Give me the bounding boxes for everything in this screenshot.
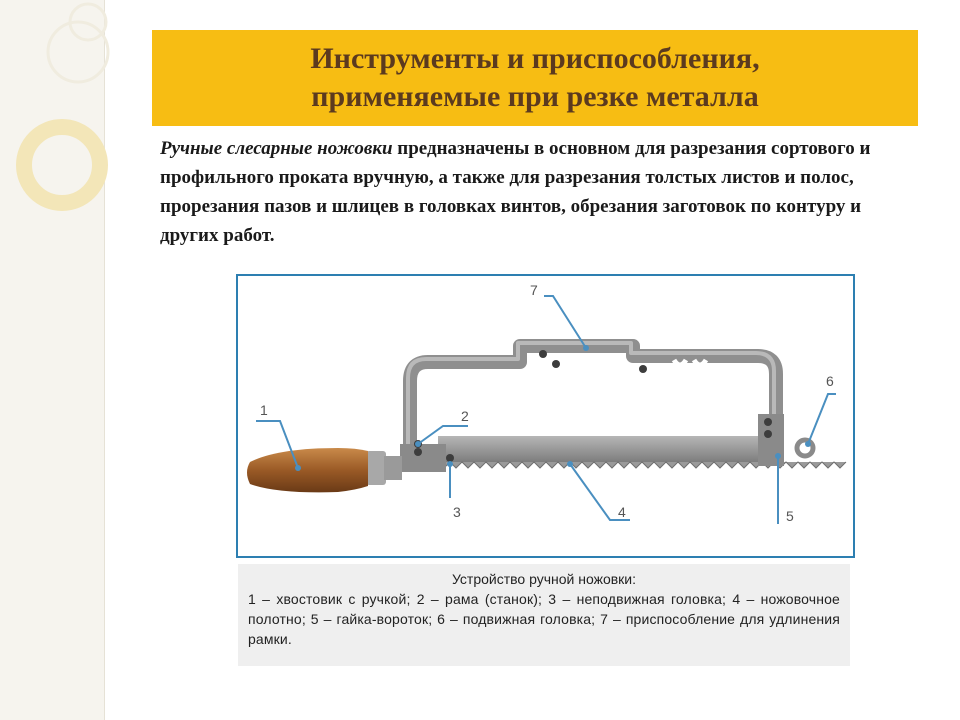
title-banner: Инструменты и приспособления, применяемы… xyxy=(152,30,918,126)
intro-paragraph: Ручные слесарные ножовки предназначены в… xyxy=(160,134,920,250)
label-2: 2 xyxy=(461,408,469,424)
title-line-1: Инструменты и приспособления, xyxy=(310,42,760,75)
leader-lines xyxy=(256,295,836,524)
label-4: 4 xyxy=(618,504,626,520)
caption-title: Устройство ручной ножовки: xyxy=(451,571,637,587)
decorative-rings xyxy=(16,2,110,211)
label-3: 3 xyxy=(453,504,461,520)
label-5: 5 xyxy=(786,508,794,524)
intro-emphasis: Ручные слесарные ножовки xyxy=(160,138,393,159)
left-strip-edge xyxy=(104,0,105,720)
title-line-2: применяемые при резке металла xyxy=(311,80,759,113)
hacksaw-illustration xyxy=(247,295,847,524)
saw-frame xyxy=(403,339,783,456)
saw-blade xyxy=(437,436,847,469)
left-decor-strip xyxy=(0,0,104,720)
caption-body: 1 – хвостовик с ручкой; 2 – рама (станок… xyxy=(248,591,840,647)
hacksaw-figure: 1 2 3 4 5 6 7 xyxy=(236,274,855,558)
fixed-head xyxy=(400,444,446,472)
intro-text: предназначены в основном для разрезания … xyxy=(160,138,871,246)
label-7: 7 xyxy=(530,282,538,298)
handle xyxy=(247,448,402,493)
label-1: 1 xyxy=(260,402,268,418)
figure-caption: Устройство ручной ножовки: 1 – хвостовик… xyxy=(238,564,850,666)
leader-dots xyxy=(295,345,811,471)
wing-nut xyxy=(794,437,816,459)
label-6: 6 xyxy=(826,373,834,389)
